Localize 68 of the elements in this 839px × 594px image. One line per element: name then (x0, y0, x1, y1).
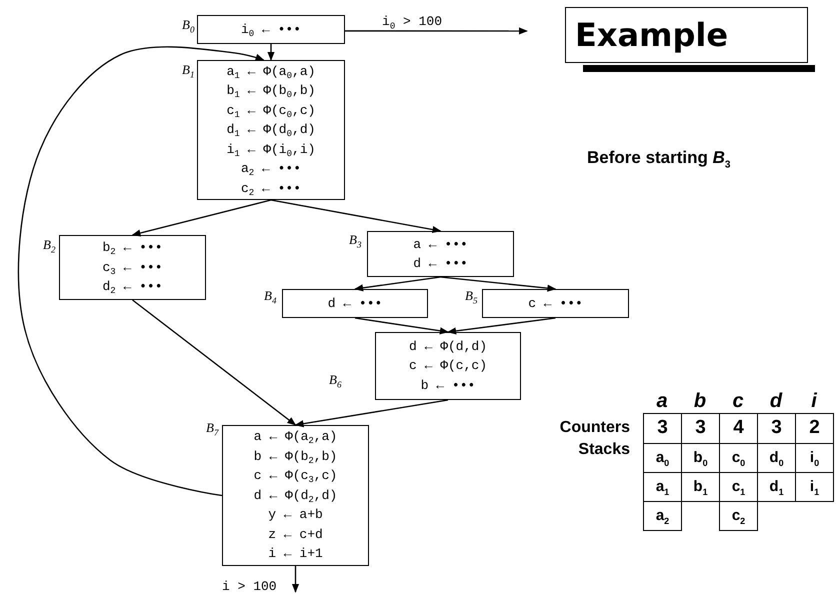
arrow (354, 276, 441, 292)
code-statement: d ← ••• (328, 294, 382, 313)
code-block-box (282, 289, 428, 318)
code-statement: i$_{1}$ ← Φ(i$_{0}$,i) (226, 140, 316, 160)
arrow (447, 317, 556, 335)
column-header: d (768, 392, 784, 410)
column-header: i (810, 392, 818, 410)
code-statement: d ← Φ(d,d) (408, 338, 487, 356)
table-cell: 3 (643, 413, 682, 444)
code-block-box (197, 15, 345, 44)
code-statement: c$_{3}$ ← ••• (102, 258, 163, 278)
table-cell: c$_{2}$ (719, 501, 758, 531)
code-statement: i ← i+1 (268, 545, 323, 564)
code-statement: b ← Φ(b$_{2}$,b) (254, 448, 338, 466)
block-label: B$_{5}$ (465, 288, 478, 304)
table-cell: a$_{2}$ (643, 501, 682, 531)
block-label: B$_{2}$ (43, 237, 56, 253)
block-label: B$_{7}$ (206, 420, 218, 436)
code-statement: y ← a+b (268, 506, 323, 524)
code-statement: d ← ••• (413, 255, 468, 273)
code-statement: b$_{2}$ ← ••• (102, 239, 163, 258)
block-label: B$_{6}$ (329, 372, 342, 388)
code-statement: z ← c+d (268, 526, 323, 544)
arrow (292, 566, 300, 593)
block-label: B$_{4}$ (264, 288, 276, 304)
note-text: Before starting B$_{3}$ (587, 147, 730, 169)
code-statement: i$_{0}$ ← ••• (240, 20, 302, 40)
table-cell: 2 (795, 413, 834, 444)
code-statement: d$_{1}$ ← Φ(d$_{0}$,d) (226, 121, 316, 140)
code-statement: c ← Φ(c$_{3}$,c) (254, 467, 338, 486)
arrow (267, 44, 275, 61)
code-block-box (367, 231, 514, 277)
column-header: b (692, 392, 708, 410)
block-label: B$_{3}$ (349, 232, 362, 248)
arrow (440, 276, 556, 292)
row-header: Stacks (577, 440, 630, 460)
code-block-box (59, 235, 206, 300)
code-statement: a$_{2}$ ← ••• (240, 160, 302, 179)
arrow (18, 46, 264, 496)
table-cell: i$_{1}$ (795, 472, 834, 502)
code-statement: c ← ••• (528, 294, 583, 313)
code-statement: a ← Φ(a$_{2}$,a) (254, 428, 338, 447)
block-label: B$_{0}$ (182, 17, 194, 33)
title: Example (565, 7, 808, 63)
arrow (132, 299, 296, 426)
code-statement: a$_{1}$ ← Φ(a$_{0}$,a) (226, 62, 316, 82)
code-statement: c ← Φ(c,c) (408, 357, 487, 376)
arrow (132, 199, 272, 236)
arrow (294, 399, 448, 428)
code-statement: b$_{1}$ ← Φ(b$_{0}$,b) (226, 82, 316, 101)
code-block-box (197, 60, 345, 200)
code-statement: d$_{2}$ ← ••• (102, 278, 163, 297)
code-block-box (375, 332, 521, 400)
code-block-box (482, 289, 629, 318)
block-label: B$_{1}$ (182, 62, 194, 78)
column-header: c (731, 392, 745, 410)
column-header: a (655, 392, 669, 410)
code-statement: a ← ••• (413, 236, 468, 254)
code-block-box (222, 425, 369, 566)
arrow (270, 199, 442, 234)
code-statement: b ← ••• (420, 376, 476, 395)
arrow (345, 27, 528, 35)
row-header: Counters (558, 418, 630, 438)
code-statement: d ← Φ(d$_{2}$,d) (254, 486, 338, 506)
arrow (354, 317, 449, 334)
edge-label: i$_{0}$ > 100 (382, 14, 442, 29)
code-statement: c$_{2}$ ← ••• (240, 180, 302, 198)
code-statement: c$_{1}$ ← Φ(c$_{0}$,c) (226, 102, 316, 120)
